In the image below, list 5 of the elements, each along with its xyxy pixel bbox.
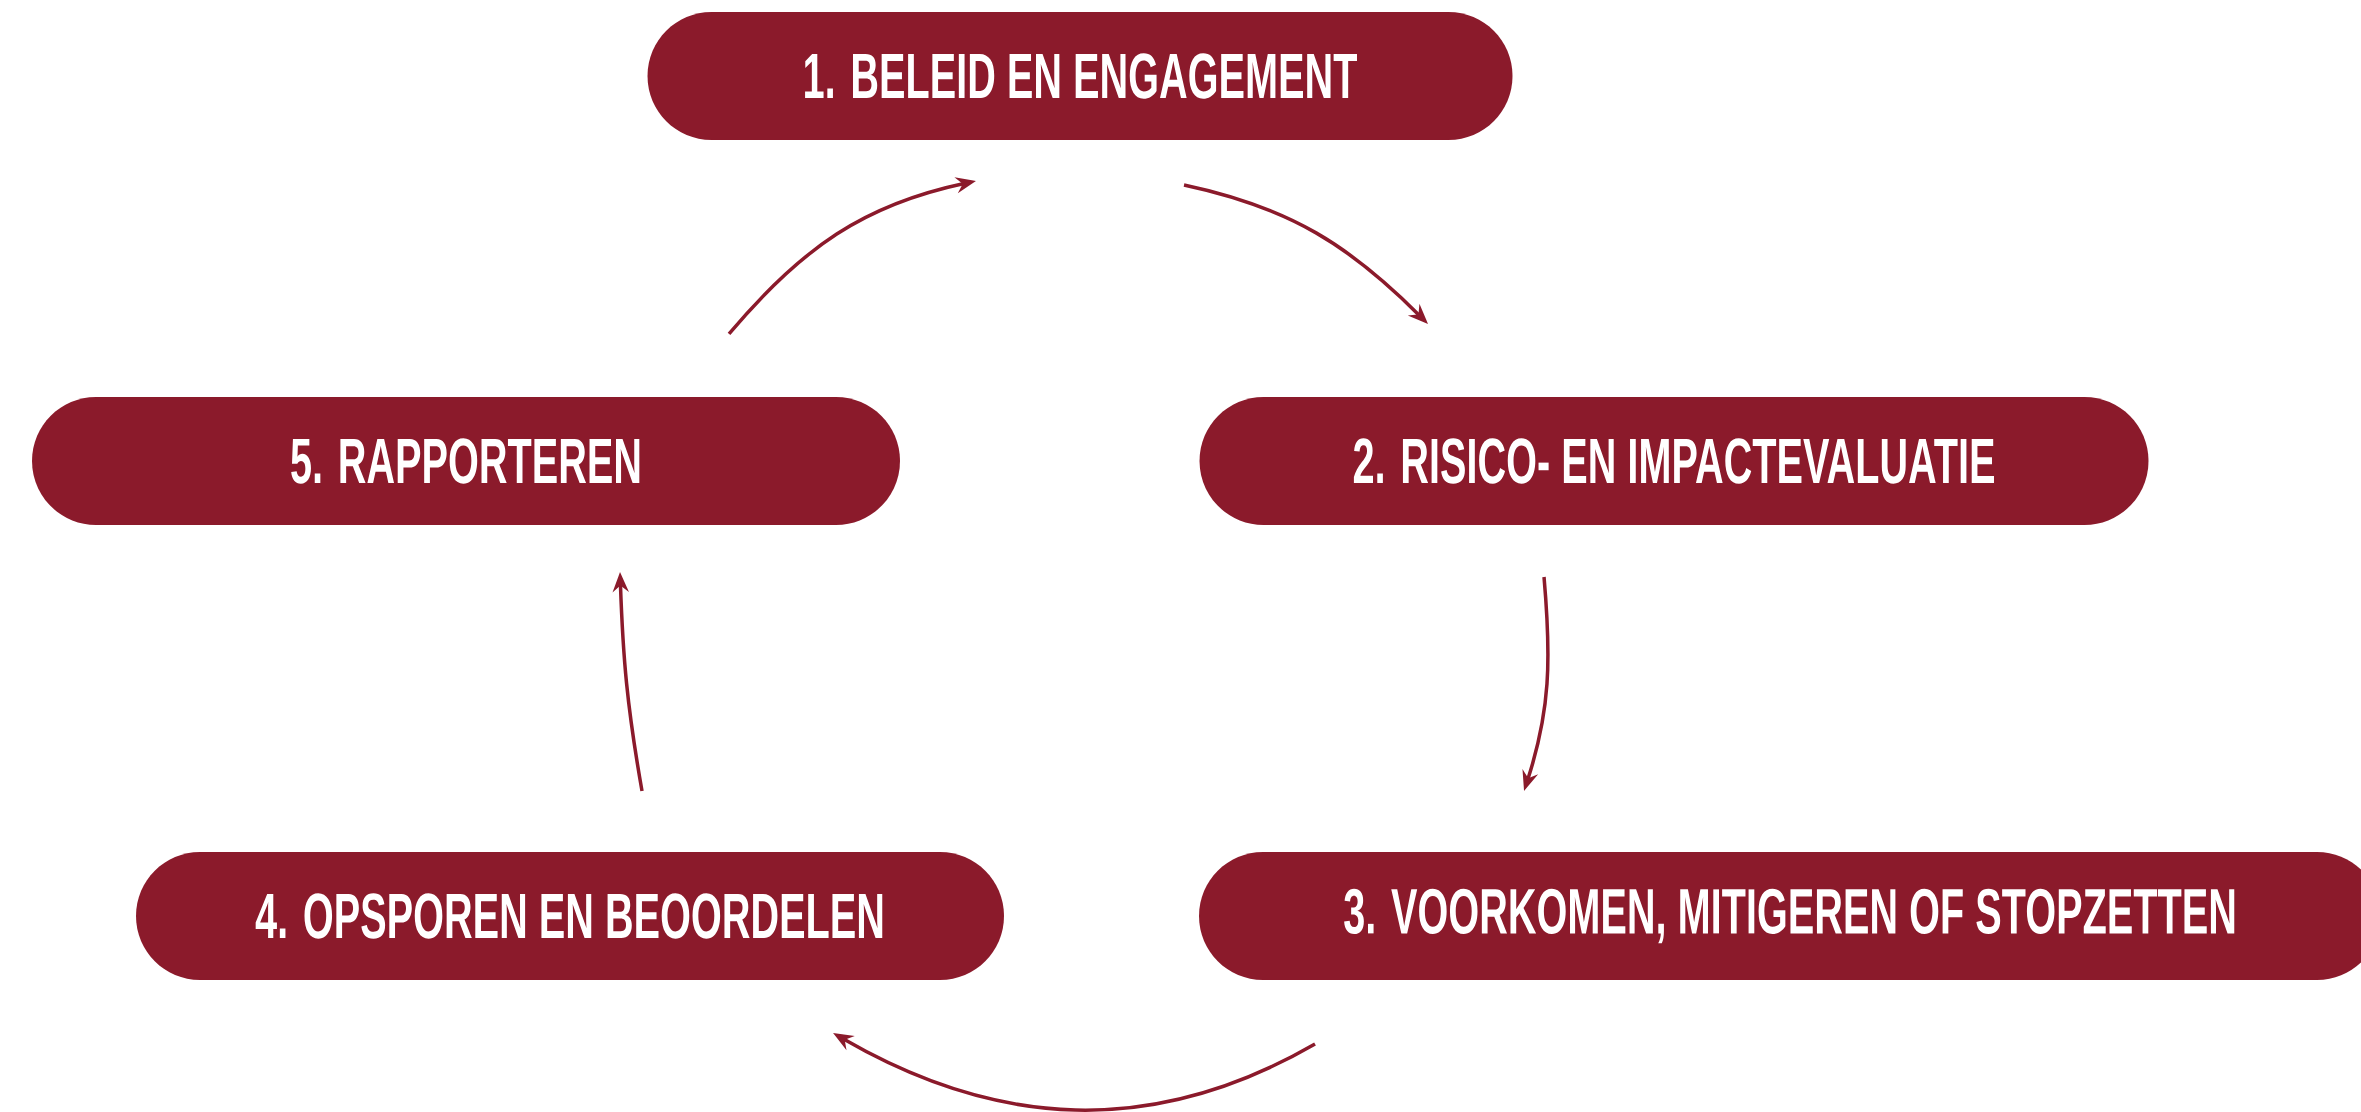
process-box: 1. BELEID EN ENGAGEMENT: [647, 12, 1513, 140]
process-box: 5. RAPPORTEREN: [32, 397, 900, 525]
process-box: 2. RISICO- EN IMPACTEVALUATIE: [1199, 397, 2149, 525]
process-box: 3. VOORKOMEN, MITIGEREN OF STOPZETTEN: [1199, 852, 2361, 980]
process-box: 4. OPSPOREN EN BEOORDELEN: [136, 852, 1004, 980]
